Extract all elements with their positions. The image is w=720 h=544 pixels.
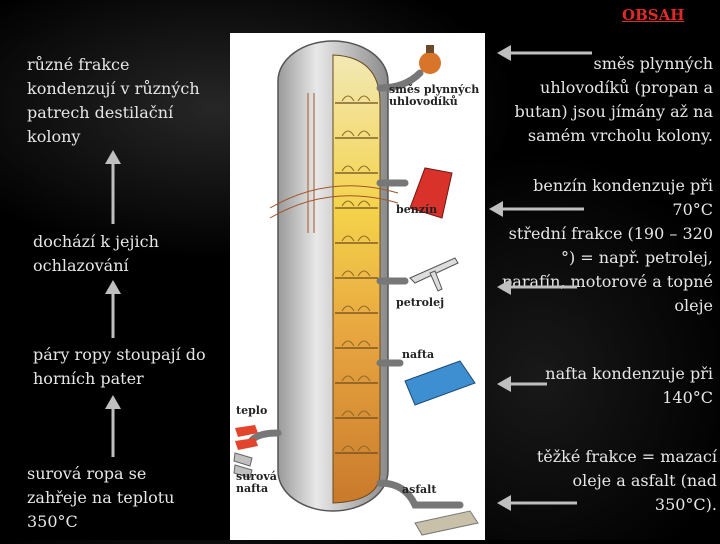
- arrow-up-2: [105, 280, 121, 338]
- diagram-label-petrolej: petrolej: [396, 296, 445, 309]
- note-vapors: páry ropy stoupají do horních pater: [33, 345, 206, 388]
- airplane-icon: [409, 257, 459, 292]
- note-gas: směs plynných uhlovodíků (propan a butan…: [514, 54, 713, 145]
- arrow-left-middle: [497, 279, 577, 295]
- column-trays: [335, 102, 378, 454]
- arrow-up-3: [105, 395, 121, 457]
- note-middle: střední frakce (190 – 320 °) = např. pet…: [502, 224, 713, 315]
- train-icon: [404, 360, 476, 406]
- bubble-caps: [341, 95, 371, 452]
- diagram-label-nafta: nafta: [402, 348, 435, 361]
- diagram-label-gas: směs plynných uhlovodíků: [389, 83, 480, 108]
- arrow-left-nafta: [497, 376, 547, 392]
- arrow-left-benzin: [489, 201, 584, 217]
- note-benzin-line1: benzín kondenzuje při: [533, 176, 713, 195]
- obsah-link[interactable]: OBSAH: [622, 6, 685, 24]
- asphalt-icon: [414, 510, 479, 536]
- gas-flask-icon: [419, 45, 441, 74]
- diagram-label-teplo: teplo: [236, 404, 268, 417]
- ladder-railing: [269, 93, 399, 233]
- note-crude: surová ropa se zahřeje na teplotu 350°C: [27, 464, 175, 531]
- arrow-up-1: [105, 150, 121, 224]
- note-benzin-line2: 70°C: [672, 200, 713, 219]
- arrow-left-gas: [497, 45, 592, 61]
- note-fractions: různé frakce kondenzují v různých patrec…: [27, 55, 200, 146]
- column-interior: [332, 54, 381, 504]
- heat-arrows-icon: [235, 425, 258, 450]
- diagram-label-asfalt: asfalt: [402, 483, 437, 496]
- diagram-label-crude: surová nafta: [236, 470, 277, 495]
- note-heavy: těžké frakce = mazací oleje a asfalt (na…: [536, 447, 717, 514]
- crude-feed-arrows-icon: [233, 452, 253, 479]
- note-nafta: nafta kondenzuje při 140°C: [545, 364, 713, 407]
- column-illustration: [233, 40, 479, 536]
- arrow-left-heavy: [497, 495, 577, 511]
- distillation-column-diagram: směs plynných uhlovodíků benzín petrolej…: [230, 33, 485, 540]
- car-icon: [409, 167, 453, 219]
- diagram-label-benzin: benzín: [396, 203, 438, 216]
- note-cooling: dochází k jejich ochlazování: [33, 232, 159, 275]
